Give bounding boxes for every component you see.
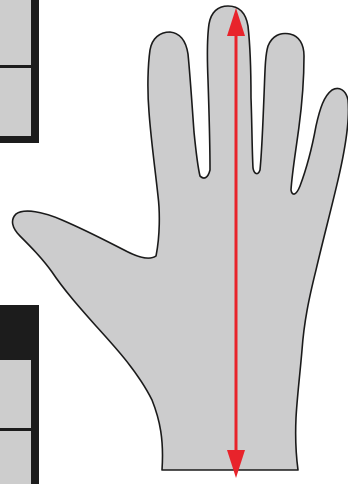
- size-table-top-cell: [0, 0, 31, 65]
- size-table-bottom-cell: [0, 360, 31, 428]
- size-table-bottom: [0, 305, 39, 484]
- size-table-top-cell: [0, 68, 31, 136]
- size-table-top: [0, 0, 39, 143]
- hand-silhouette-icon: [13, 6, 348, 470]
- size-table-bottom-cell: [0, 431, 31, 484]
